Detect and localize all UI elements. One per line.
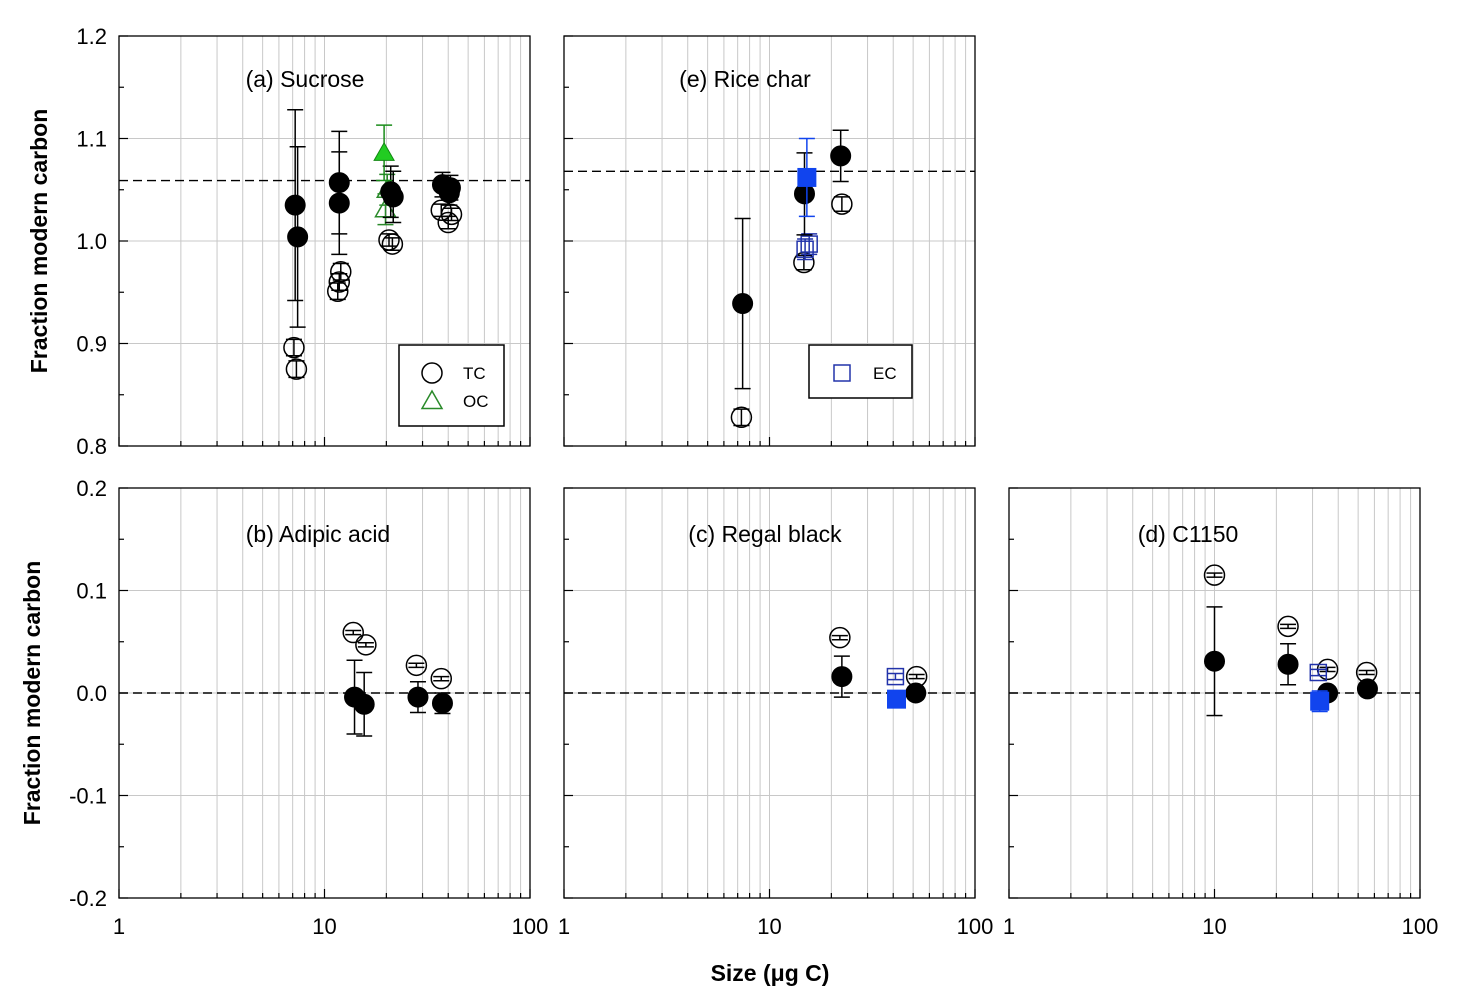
series-filled-square — [887, 689, 907, 709]
data-point — [285, 358, 308, 380]
y-axis-label-top: Fraction modern carbon — [26, 109, 52, 374]
data-point — [355, 634, 377, 656]
y-tick-label: 1.0 — [76, 229, 107, 254]
data-point — [381, 233, 404, 255]
y-tick-label: 0.8 — [76, 434, 107, 459]
data-point — [1204, 650, 1225, 672]
data-point — [796, 240, 814, 258]
series-filled-square — [1310, 690, 1330, 713]
y-tick-label: -0.2 — [69, 886, 107, 911]
data-point — [342, 621, 364, 644]
x-tick-label: 1 — [558, 914, 570, 939]
data-point — [353, 693, 375, 715]
panel-title: (d) C1150 — [1138, 521, 1239, 547]
data-point — [829, 626, 851, 649]
y-tick-label: 0.2 — [76, 476, 107, 501]
legend-marker — [833, 364, 851, 382]
y-tick-label: 0.0 — [76, 681, 107, 706]
data-point — [1356, 678, 1378, 700]
series-open-circle — [829, 626, 928, 688]
data-point — [287, 226, 309, 248]
series-filled-triangle — [373, 124, 395, 182]
data-point — [831, 193, 853, 215]
x-tick-label: 100 — [512, 914, 549, 939]
data-point — [1203, 564, 1226, 586]
series-filled-circle — [831, 655, 927, 704]
data-point — [1277, 653, 1299, 675]
panel-title: (b) Adipic acid — [246, 521, 390, 547]
panel-title: (e) Rice char — [679, 66, 811, 92]
data-point — [887, 689, 907, 709]
x-tick-label: 10 — [312, 914, 336, 939]
x-axis-label: Size (μg C) — [711, 960, 830, 986]
y-tick-label: 1.2 — [76, 24, 107, 49]
legend: TC OC — [398, 344, 505, 427]
panel-title: (a) Sucrose — [246, 66, 365, 92]
data-point — [830, 145, 852, 167]
panel-c: 1 10 100 (c) Regal black — [558, 487, 994, 939]
x-tick-label: 1 — [1003, 914, 1015, 939]
y-tick-label: 1.1 — [76, 127, 107, 152]
data-point — [283, 336, 305, 359]
legend-box — [398, 344, 505, 427]
legend-marker — [421, 362, 443, 384]
data-point — [405, 654, 428, 677]
x-tick-label: 100 — [1402, 914, 1439, 939]
panel-b: -0.2 -0.1 0.0 0.1 0.2 1 10 100 (b) Adipic acid — [69, 476, 548, 939]
series-filled-square — [797, 137, 817, 218]
data-point — [330, 261, 352, 283]
x-tick-label: 1 — [113, 914, 125, 939]
series-filled-circle — [1204, 606, 1378, 717]
series-open-square — [886, 667, 905, 686]
data-point — [1277, 615, 1299, 638]
panel-d: 1 10 100 (d) C1150 — [1003, 487, 1439, 939]
data-point — [1310, 691, 1330, 711]
series-open-circle — [283, 199, 463, 380]
series-filled-circle — [344, 659, 453, 737]
y-axis-label-bottom: Fraction modern carbon — [19, 561, 45, 826]
data-point — [800, 235, 818, 253]
y-tick-label: -0.1 — [69, 784, 107, 809]
legend-label: OC — [463, 392, 489, 411]
data-point — [797, 167, 817, 187]
x-tick-label: 100 — [957, 914, 994, 939]
x-tick-label: 10 — [1202, 914, 1226, 939]
legend-box — [808, 344, 913, 399]
series-open-circle — [342, 621, 453, 690]
legend-label: EC — [873, 364, 897, 383]
series-filled-circle — [732, 129, 852, 390]
data-point — [905, 682, 927, 704]
data-point — [730, 406, 753, 429]
legend-label: TC — [463, 364, 486, 383]
y-tick-label: 0.1 — [76, 579, 107, 604]
data-point — [284, 194, 306, 216]
data-point — [440, 203, 463, 226]
legend: EC — [808, 344, 913, 399]
panel-title: (c) Regal black — [688, 521, 842, 547]
data-point — [328, 192, 350, 214]
data-point — [732, 293, 754, 315]
data-point — [373, 141, 395, 161]
data-point — [431, 692, 453, 714]
data-point — [831, 666, 853, 688]
y-tick-label: 0.9 — [76, 332, 107, 357]
data-point — [328, 271, 351, 293]
data-point — [407, 686, 429, 708]
data-point — [430, 667, 453, 690]
data-point — [439, 177, 461, 199]
data-point — [886, 667, 905, 686]
data-point — [1309, 663, 1328, 682]
x-tick-label: 10 — [757, 914, 781, 939]
legend-marker — [420, 389, 444, 410]
series-filled-circle — [284, 109, 461, 328]
data-point — [382, 186, 404, 208]
series-open-square — [1309, 663, 1328, 682]
